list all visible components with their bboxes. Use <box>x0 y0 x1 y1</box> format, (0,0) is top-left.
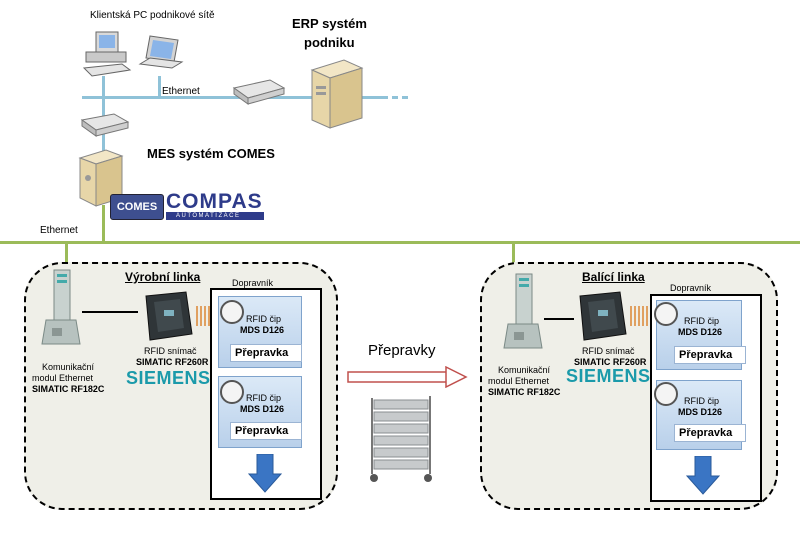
comes-logo: COMES <box>110 194 164 220</box>
conveyor-label: Dopravník <box>670 283 712 293</box>
green-drop-mes <box>102 205 105 243</box>
packing-line-title: Balící linka <box>582 270 645 284</box>
lan-drop-laptop <box>158 76 161 98</box>
transport-label: Přepravky <box>368 342 436 359</box>
erp-server-icon <box>310 59 364 129</box>
rfid-reader-icon <box>145 291 193 341</box>
plant-ethernet-bus <box>0 241 800 244</box>
lan-line-top-right <box>382 96 408 99</box>
compas-subtitle: AUTOMATIZACE <box>176 213 241 219</box>
conveyor-down-arrow-icon <box>686 456 720 495</box>
module-line3: SIMATIC RF182C <box>32 384 105 394</box>
erp-label-line1: ERP systém <box>292 16 367 31</box>
rfid-chip-icon <box>654 302 678 326</box>
chip-line1: RFID čip <box>246 314 282 324</box>
lan-drop-pc <box>102 76 105 98</box>
crate-label: Přepravka <box>230 422 302 440</box>
lan-line-top <box>82 96 382 99</box>
communication-module-icon <box>503 273 543 349</box>
green-drop-left <box>65 241 68 271</box>
reader-line2: SIMATIC RF260R <box>136 357 209 367</box>
communication-module-icon <box>41 269 81 345</box>
rfid-chip-icon <box>220 300 244 324</box>
reader-line1: RFID snímač <box>582 346 635 356</box>
desktop-pc-icon <box>82 31 132 77</box>
conveyor-label: Dopravník <box>232 278 274 288</box>
ethernet-top-label: Ethernet <box>162 86 200 97</box>
chip-line1: RFID čip <box>246 393 282 403</box>
reader-line2: SIMATIC RF260R <box>574 357 647 367</box>
mes-server-icon <box>78 149 124 207</box>
rfid-chip-icon <box>654 382 678 406</box>
chip-line2: MDS D126 <box>678 327 723 337</box>
module-line1: Komunikační <box>498 365 551 375</box>
rfid-reader-icon <box>579 291 627 341</box>
crate-label: Přepravka <box>674 424 746 442</box>
chip-line1: RFID čip <box>684 316 720 326</box>
rfid-wave <box>630 306 648 326</box>
siemens-logo: SIEMENS <box>126 368 211 388</box>
compas-subtitle-bar <box>166 212 264 220</box>
module-cable <box>544 318 574 320</box>
chip-line2: MDS D126 <box>678 407 723 417</box>
chip-line2: MDS D126 <box>240 325 285 335</box>
module-cable <box>82 311 138 313</box>
erp-label-line2: podniku <box>304 35 355 50</box>
siemens-logo: SIEMENS <box>566 366 651 386</box>
crate-label: Přepravka <box>230 344 302 362</box>
compas-logo: COMPAS <box>166 190 263 213</box>
network-switch-mes-icon <box>80 113 130 137</box>
reader-line1: RFID snímač <box>144 346 197 356</box>
rfid-chip-icon <box>220 380 244 404</box>
conveyor-down-arrow-icon <box>248 454 282 493</box>
module-line2: modul Ethernet <box>488 376 550 386</box>
module-line3: SIMATIC RF182C <box>488 387 561 397</box>
ethernet-left-label: Ethernet <box>40 225 78 236</box>
chip-line1: RFID čip <box>684 396 720 406</box>
production-line-title: Výrobní linka <box>125 270 201 284</box>
comes-logo-text: COMES <box>116 201 158 213</box>
crate-trolley-icon <box>370 396 432 482</box>
green-drop-right <box>512 241 515 271</box>
module-line1: Komunikační <box>42 362 95 372</box>
module-line2: modul Ethernet <box>32 373 94 383</box>
laptop-icon <box>138 35 184 69</box>
transport-arrow-icon <box>347 366 468 388</box>
crate-label: Přepravka <box>674 346 746 364</box>
mes-label: MES systém COMES <box>147 146 275 161</box>
client-pc-label: Klientská PC podnikové sítě <box>90 10 215 21</box>
network-switch-top-icon <box>232 79 286 105</box>
chip-line2: MDS D126 <box>240 404 285 414</box>
